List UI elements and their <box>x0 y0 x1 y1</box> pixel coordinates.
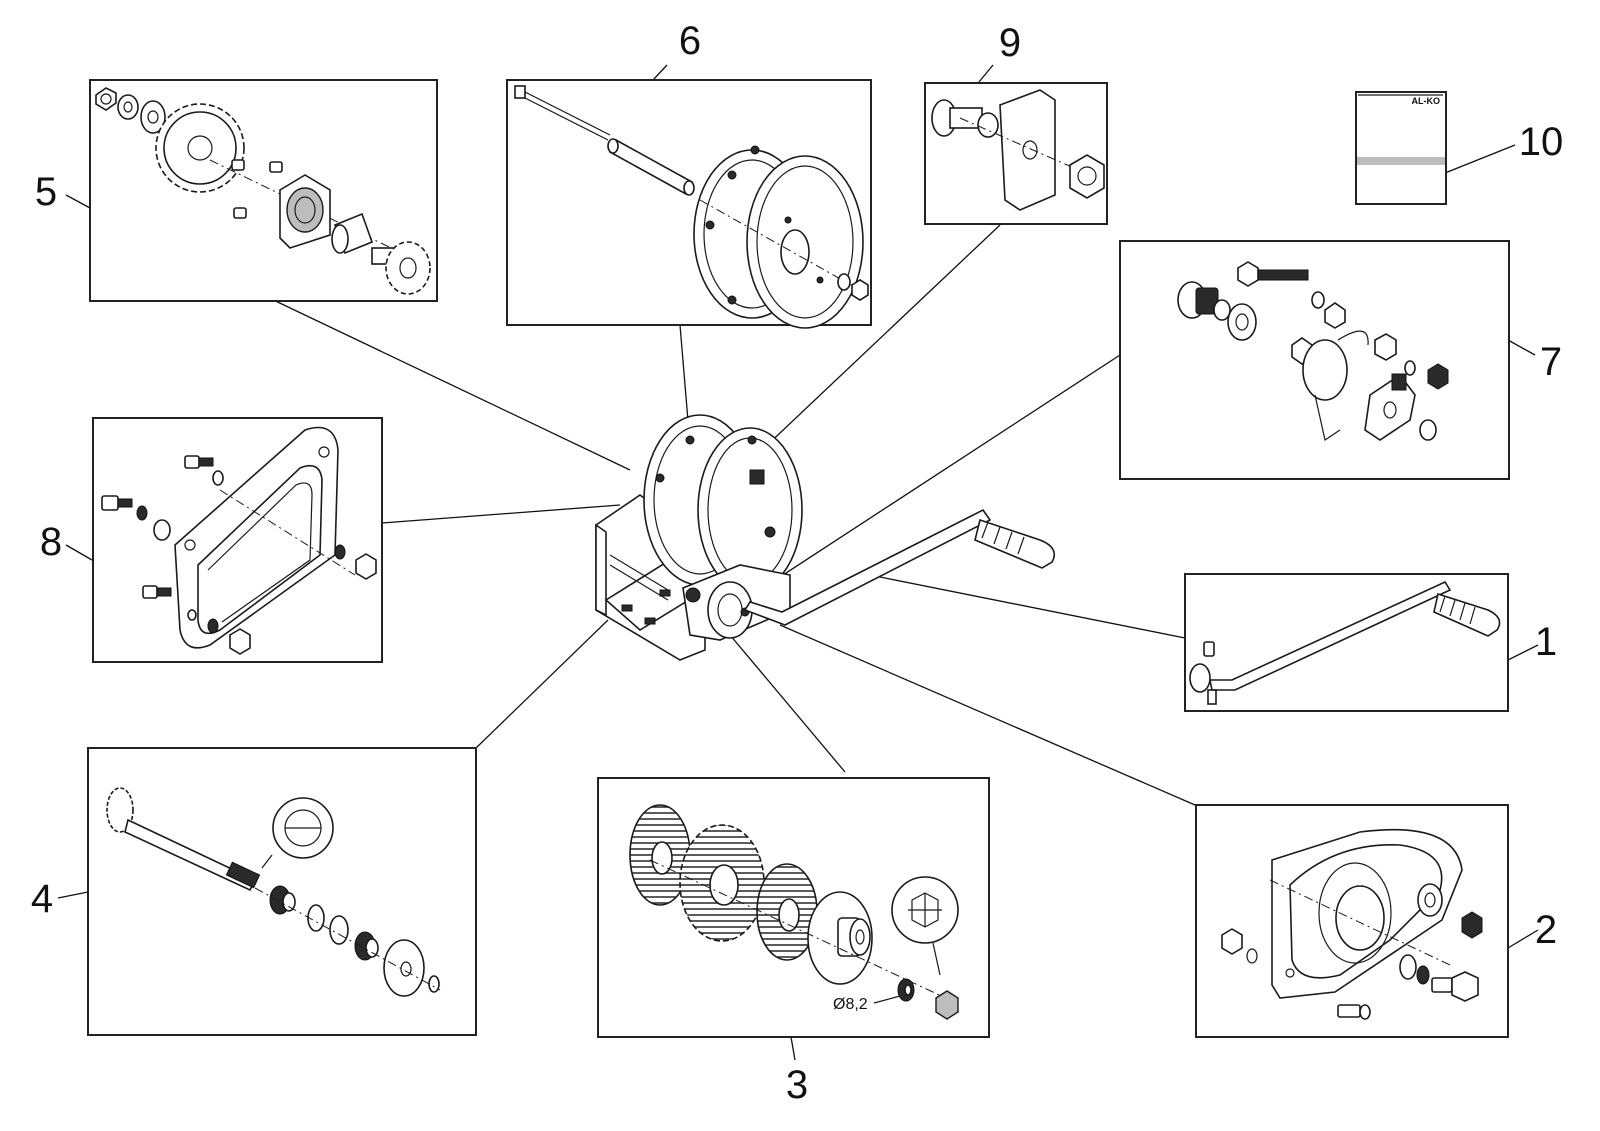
winch-main-assembly <box>595 414 1056 661</box>
detail-box-10-manual: AL-KO <box>1355 91 1447 205</box>
callout-1: 1 <box>1535 620 1557 664</box>
callout-2: 2 <box>1535 908 1557 952</box>
part-detail-circle-3 <box>891 876 959 976</box>
detail-box-4 <box>87 747 477 1036</box>
callout-3: 3 <box>786 1063 808 1107</box>
part-nut-5 <box>95 87 117 111</box>
part-nut-6 <box>851 279 869 301</box>
callout-5: 5 <box>35 170 57 214</box>
part-drum-6 <box>693 145 864 329</box>
callout-7: 7 <box>1540 340 1562 384</box>
dimension-label: Ø8,2 <box>833 996 868 1013</box>
part-bushing-5 <box>331 212 374 255</box>
part-pinion-5 <box>371 241 431 295</box>
detail-box-6 <box>506 79 872 329</box>
callout-9: 9 <box>999 21 1021 65</box>
part-sprocket-5 <box>155 103 245 193</box>
winch-drum <box>643 414 803 593</box>
callout-8: 8 <box>40 520 62 564</box>
part-bracket-9 <box>959 89 1091 211</box>
part-crank-handle-1 <box>1189 580 1501 705</box>
part-spacer-tube-6 <box>607 138 695 196</box>
part-cover-plate-8 <box>174 426 356 649</box>
part-pin-9 <box>931 99 999 138</box>
part-friction-disc-3a <box>629 804 691 906</box>
part-pinion-shaft-4 <box>106 787 261 892</box>
part-bolt-7 <box>1237 261 1309 287</box>
part-threaded-plug-7 <box>1177 281 1231 321</box>
callout-6: 6 <box>679 19 701 63</box>
callout-labels: 1 2 3 4 5 6 7 8 9 10 <box>31 19 1563 1107</box>
detail-box-8 <box>92 417 383 663</box>
part-detail-circle-4 <box>261 797 334 869</box>
part-hub-3 <box>807 891 873 985</box>
part-spring-7 <box>1302 330 1369 441</box>
part-locknut-9 <box>1069 154 1105 199</box>
part-axle-bolt-6 <box>514 85 611 141</box>
detail-box-1 <box>1184 573 1509 712</box>
detail-box-9 <box>924 82 1108 225</box>
part-pawl-7 <box>1364 373 1416 441</box>
detail-box-7 <box>1119 240 1510 480</box>
detail-box-3: Ø8,2 <box>597 777 990 1038</box>
part-bearing-flange-5 <box>279 174 331 249</box>
winch-gear-housing <box>682 564 791 641</box>
callout-10: 10 <box>1519 120 1564 164</box>
part-friction-disc-3b <box>756 863 818 961</box>
detail-box-2 <box>1195 804 1509 1038</box>
part-gear-housing-2 <box>1269 828 1463 999</box>
part-ratchet-wheel-3 <box>679 824 765 942</box>
manual-brand: AL-KO <box>1412 96 1441 106</box>
detail-box-5 <box>89 79 438 302</box>
winch-crank-handle <box>743 508 1056 626</box>
callout-4: 4 <box>31 877 53 921</box>
leader-lines <box>57 64 1539 1061</box>
